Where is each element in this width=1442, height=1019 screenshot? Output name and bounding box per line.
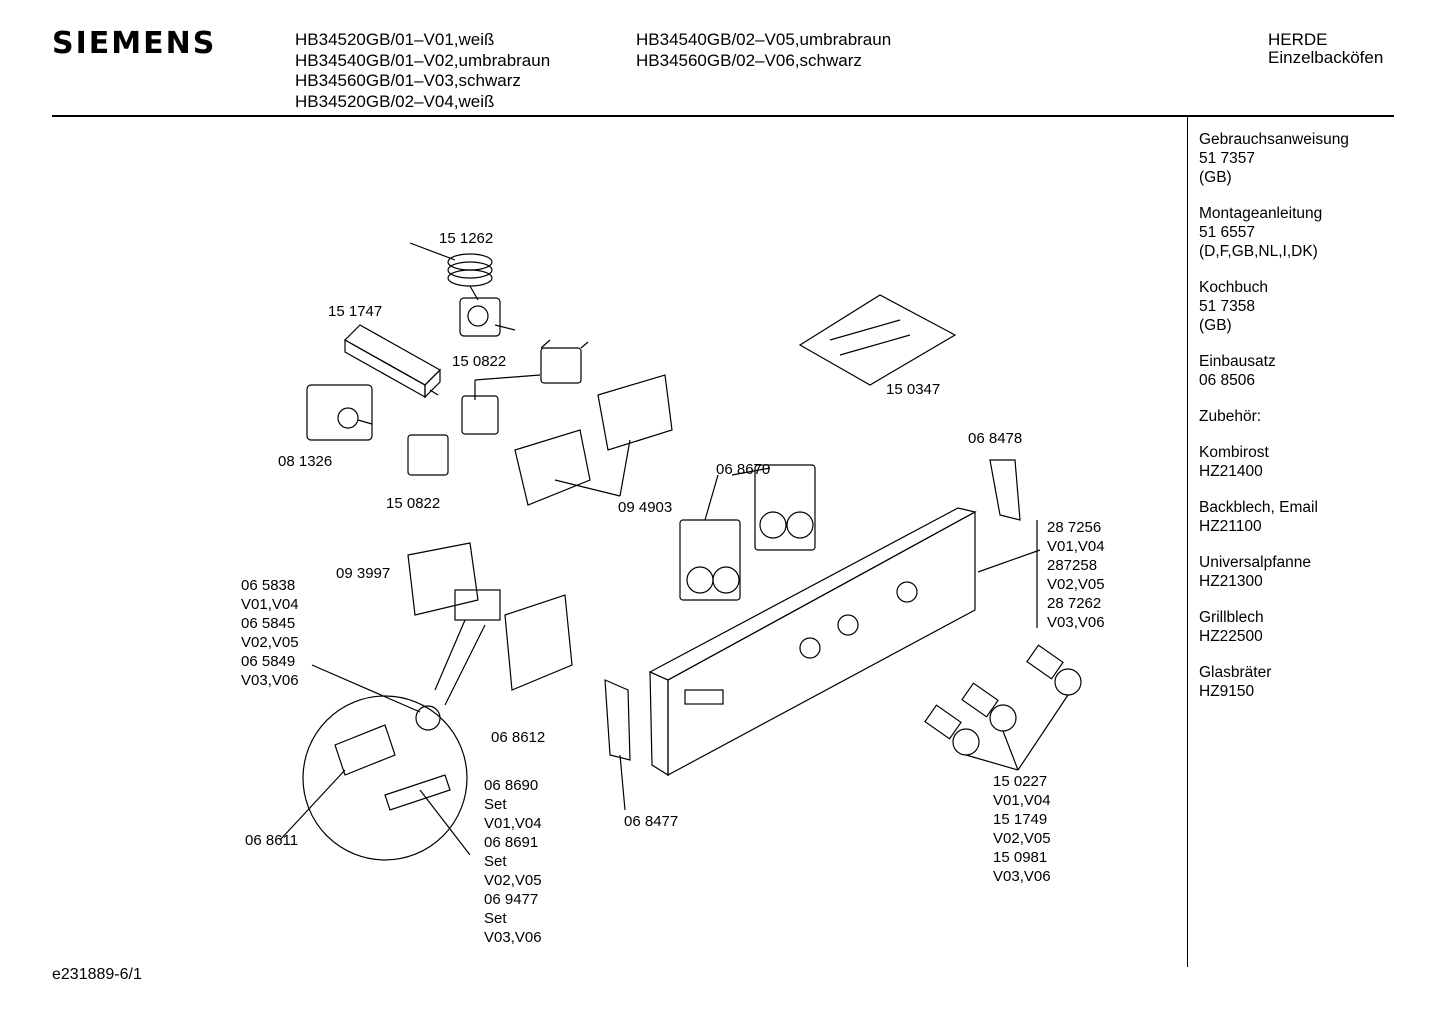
- label-093997: 09 3997: [336, 565, 391, 582]
- sidebar-line: Montageanleitung: [1199, 205, 1323, 222]
- sidebar-line: Zubehör:: [1199, 408, 1262, 425]
- sidebar-section: Einbausatz 06 8506: [1199, 352, 1419, 390]
- sidebar-line: 51 7358: [1199, 298, 1256, 315]
- label-068670: 06 8670: [716, 461, 771, 478]
- sidebar-line: HZ9150: [1199, 683, 1255, 700]
- label-150347: 15 0347: [886, 381, 941, 398]
- header-rule: [52, 115, 1394, 117]
- category-heading: HERDE Einzelbacköfen: [1268, 31, 1383, 67]
- detail-magnifier: [279, 619, 486, 861]
- label-150822-bottom: 15 0822: [386, 495, 441, 512]
- sidebar-line: Glasbräter: [1199, 664, 1272, 681]
- label-081326: 08 1326: [278, 453, 333, 470]
- sidebar-line: Kochbuch: [1199, 279, 1268, 296]
- category-subtitle: Einzelbacköfen: [1268, 48, 1384, 67]
- sidebar-line: Backblech, Email: [1199, 499, 1318, 516]
- display-module-part: [407, 542, 501, 621]
- label-button-set: 06 8690 Set V01,V04 06 8691 Set V02,V05 …: [484, 777, 542, 946]
- thermostat-part: [409, 242, 516, 337]
- sidebar-line: Grillblech: [1199, 609, 1264, 626]
- label-068611: 06 8611: [245, 832, 299, 849]
- label-control-panel: 28 7256 V01,V04 287258 V02,V05 28 7262 V…: [1047, 519, 1105, 631]
- sidebar-section: Zubehör:: [1199, 407, 1419, 426]
- sidebar-section: Gebrauchsanweisung 51 7357 (GB): [1199, 130, 1419, 187]
- knob-parts: [924, 644, 1082, 771]
- sidebar-line: HZ22500: [1199, 628, 1263, 645]
- model-line: HB34540GB/02–V05,umbrabraun: [636, 30, 892, 49]
- label-094903: 09 4903: [618, 499, 673, 516]
- label-151262: 15 1262: [439, 230, 494, 247]
- document-id: e231889-6/1: [52, 966, 142, 983]
- display-frame-part: [504, 594, 573, 691]
- sidebar-line: (GB): [1199, 169, 1232, 186]
- sidebar-accessories: Gebrauchsanweisung 51 7357 (GB) Montageanle…: [1199, 130, 1419, 718]
- relay-bottom-part: [407, 434, 449, 476]
- control-panel-part: [648, 507, 1041, 777]
- label-068477: 06 8477: [624, 813, 679, 830]
- sidebar-line: Universalpfanne: [1199, 554, 1312, 571]
- sidebar-line: HZ21400: [1199, 463, 1263, 480]
- model-line: HB34540GB/01–V02,umbrabraun: [295, 50, 551, 70]
- sidebar-line: HZ21300: [1199, 573, 1263, 590]
- model-line: HB34520GB/01–V01,weiß: [295, 30, 495, 49]
- label-151747: 15 1747: [328, 303, 383, 320]
- front-bracket-part: [604, 679, 631, 811]
- category-title: HERDE: [1268, 30, 1328, 49]
- sidebar-line: (GB): [1199, 317, 1232, 334]
- sidebar-line: HZ21100: [1199, 518, 1262, 535]
- screw-bag-part: [798, 294, 957, 386]
- bracket-parts: [514, 374, 673, 506]
- sidebar-line: 51 7357: [1199, 150, 1256, 167]
- sidebar-section: Kochbuch 51 7358 (GB): [1199, 278, 1419, 335]
- sidebar-line: Kombirost: [1199, 444, 1269, 461]
- knob-holder-parts: [679, 464, 816, 601]
- sidebar-divider: [1187, 117, 1188, 967]
- encoder-part: [306, 384, 373, 441]
- label-150822-top: 15 0822: [452, 353, 507, 370]
- sidebar-section: Montageanleitung 51 6557 (D,F,GB,NL,I,DK): [1199, 204, 1419, 261]
- relay-top-part: [461, 339, 589, 435]
- switch-strip-part: [344, 324, 441, 399]
- sidebar-line: 06 8506: [1199, 372, 1256, 389]
- label-knob-cap-set: 06 5838 V01,V04 06 5845 V02,V05 06 5849 …: [241, 577, 299, 689]
- model-line: HB34560GB/02–V06,schwarz: [636, 50, 862, 70]
- sidebar-line: (D,F,GB,NL,I,DK): [1199, 243, 1318, 260]
- sidebar-line: Einbausatz: [1199, 353, 1276, 370]
- sidebar-line: Gebrauchsanweisung: [1199, 131, 1349, 148]
- model-line: HB34520GB/02–V04,weiß: [295, 91, 495, 111]
- brand-logo: SIEMENS: [52, 26, 217, 61]
- label-knobs: 15 0227 V01,V04 15 1749 V02,V05 15 0981 …: [993, 773, 1051, 885]
- model-line: HB34560GB/01–V03,schwarz: [295, 71, 521, 90]
- label-068612: 06 8612: [491, 729, 546, 746]
- label-068478: 06 8478: [968, 430, 1023, 447]
- side-bracket-part: [989, 459, 1021, 521]
- sidebar-line: 51 6557: [1199, 224, 1256, 241]
